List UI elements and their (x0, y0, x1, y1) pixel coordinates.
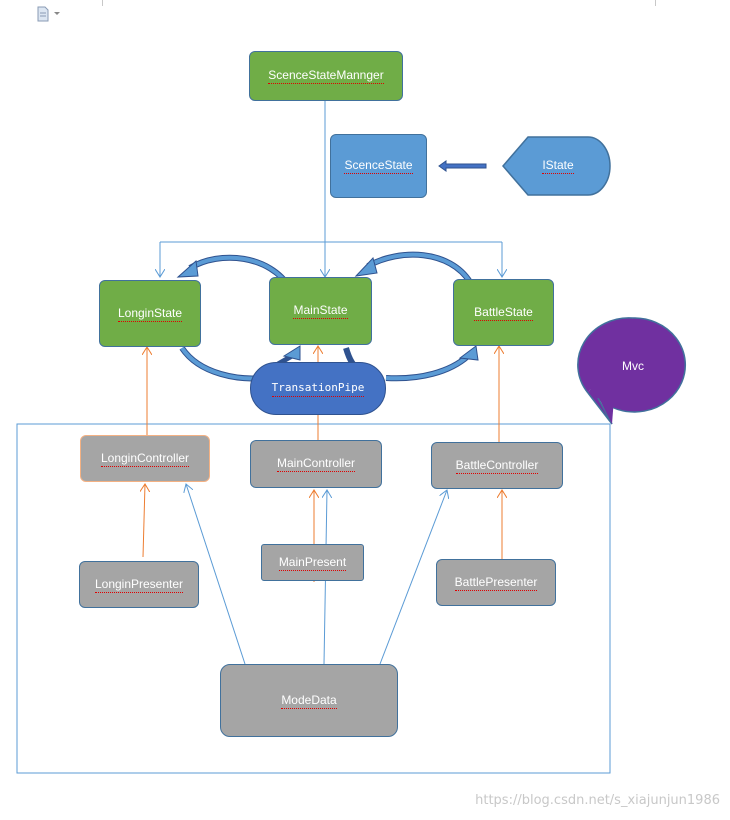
document-icon[interactable] (36, 6, 50, 22)
longin-controller-node[interactable]: LonginController (80, 435, 210, 482)
chevron-down-icon[interactable] (54, 12, 60, 15)
istate-node[interactable]: IState (518, 137, 598, 195)
mode-data-node[interactable]: ModeData (220, 664, 398, 737)
main-controller-node[interactable]: MainController (250, 440, 382, 488)
longin-presenter-label: LonginPresenter (94, 576, 184, 593)
battle-presenter-label: BattlePresenter (454, 574, 538, 591)
main-state-node[interactable]: MainState (269, 277, 372, 345)
battle-controller-label: BattleController (455, 457, 539, 474)
transation-pipe-node[interactable]: TransationPipe (250, 362, 386, 415)
scence-state-manager-label: ScenceStateMannger (268, 68, 384, 84)
main-state-label: MainState (293, 303, 348, 319)
mvc-frame (16, 423, 611, 774)
battle-presenter-node[interactable]: BattlePresenter (436, 559, 556, 606)
main-controller-label: MainController (276, 456, 356, 472)
margin-marker-left (102, 0, 103, 6)
longin-state-label: LonginState (117, 305, 183, 322)
battle-controller-node[interactable]: BattleController (431, 442, 563, 489)
mode-data-label: ModeData (281, 692, 337, 709)
watermark: https://blog.csdn.net/s_xiajunjun1986 (475, 793, 720, 808)
istate-arrow (438, 160, 487, 172)
longin-state-node[interactable]: LonginState (99, 280, 201, 347)
transation-pipe-label: TransationPipe (271, 381, 365, 397)
battle-state-node[interactable]: BattleState (453, 279, 554, 346)
scence-state-node[interactable]: ScenceState (330, 134, 427, 198)
istate-label: IState (542, 158, 574, 174)
modedata-to-longin-controller (186, 484, 246, 665)
main-present-node[interactable]: MainPresent (261, 544, 364, 581)
scence-state-manager-node[interactable]: ScenceStateMannger (249, 51, 403, 101)
main-present-label: MainPresent (278, 554, 347, 571)
battle-state-label: BattleState (474, 304, 533, 321)
longin-presenter-to-controller (143, 484, 145, 558)
mvc-callout-node[interactable]: Mvc (593, 338, 673, 394)
modedata-to-battle-controller (379, 490, 447, 665)
scence-state-label: ScenceState (344, 158, 413, 174)
mvc-label: Mvc (622, 359, 644, 373)
longin-controller-label: LonginController (100, 450, 190, 467)
longin-presenter-node[interactable]: LonginPresenter (79, 561, 199, 608)
margin-marker-right (655, 0, 656, 6)
istate-shape (502, 136, 611, 196)
